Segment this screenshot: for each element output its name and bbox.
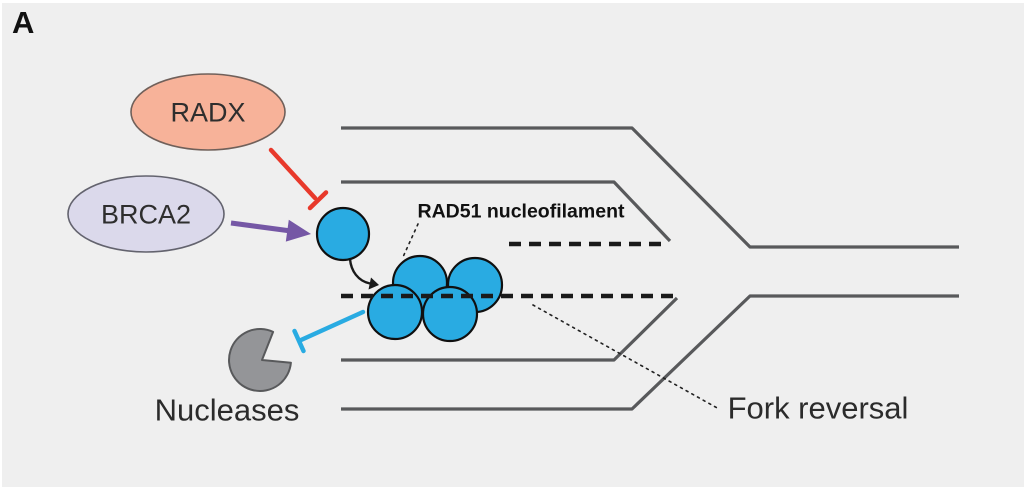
radx-label: RADX	[170, 97, 246, 128]
panel-label: A	[12, 5, 35, 40]
radx-bubble	[130, 73, 286, 151]
rad51-filament-bottom-left	[366, 283, 424, 341]
dna-bottom-arm-lower-strand	[341, 294, 959, 411]
fork-reversal-label: Fork reversal	[727, 390, 909, 426]
brca2-arrow-shaft	[230, 220, 292, 234]
brca2-bubble	[67, 175, 225, 253]
brca2-arrow-head	[285, 219, 311, 242]
rad51-inhibition-line	[298, 309, 366, 343]
brca2-label: BRCA2	[100, 199, 192, 230]
rad51-loading-arrow-head	[368, 277, 379, 290]
dna-top-arm-upper-strand	[341, 126, 959, 249]
nuclease-pacman-icon	[228, 328, 292, 393]
dna-top-arm-lower-strand	[341, 180, 672, 243]
radx-inhibition-line	[268, 147, 318, 201]
rad51-loading-arrow	[348, 257, 372, 285]
fork-reversal-pointer-line	[532, 304, 720, 410]
rad51-inhibition-tbar	[292, 328, 306, 354]
dna-bottom-arm-upper-strand	[341, 296, 679, 362]
pathway-diagram	[67, 73, 959, 411]
rad51-monomer	[315, 206, 371, 262]
rad51-filament-bottom-right	[421, 285, 479, 343]
rad51-nucleofilament-label: RAD51 nucleofilament	[417, 200, 625, 223]
nucleases-label: Nucleases	[154, 392, 300, 428]
nucleofilament-pointer-line	[402, 223, 419, 258]
radx-inhibition-tbar	[307, 190, 329, 211]
